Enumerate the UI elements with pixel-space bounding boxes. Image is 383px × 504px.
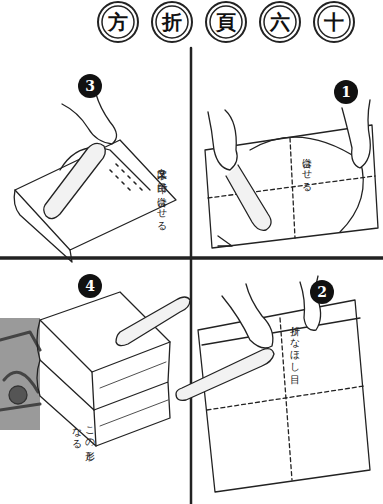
circle-fill: [334, 80, 358, 104]
hand: [342, 100, 370, 168]
callout-number: 3: [85, 79, 95, 93]
circle-ring: [314, 2, 354, 42]
title-character: 十: [324, 12, 344, 32]
circle-ring: [206, 2, 246, 42]
print-marks: [110, 164, 142, 190]
note-text: 文字又は目印で合はせる: [155, 160, 168, 226]
divider-line: [0, 256, 383, 260]
title-circle: 折: [151, 1, 193, 43]
note-text: この形となる: [70, 420, 95, 460]
paper-booklet: [15, 140, 176, 250]
callout-number: 4: [85, 279, 95, 293]
title-circle: 方: [97, 1, 139, 43]
circle-ring: [102, 6, 134, 38]
hand: [222, 284, 273, 348]
paper-booklet: [37, 320, 94, 410]
callout-number: 1: [341, 85, 351, 99]
arrow-mark: [218, 236, 232, 246]
photo-fragment: [0, 318, 40, 430]
circle-ring: [98, 2, 138, 42]
title-character: 六: [270, 12, 290, 32]
title-circle: 六: [259, 1, 301, 43]
callout-number: 2: [317, 285, 327, 299]
step-number: 2: [310, 280, 334, 304]
step-number: 1: [334, 80, 358, 104]
hand: [208, 110, 237, 170]
paper-booklet: [40, 292, 170, 372]
note-text: 合はせる: [300, 150, 313, 187]
circle-ring: [318, 6, 350, 38]
circle-ring: [156, 6, 188, 38]
circle-ring: [152, 2, 192, 42]
paper-booklet: [94, 342, 170, 446]
title-circle: 頁: [205, 1, 247, 43]
title-character: 折: [162, 12, 182, 32]
photo-detail: [0, 332, 40, 410]
title-character: 方: [108, 12, 128, 32]
circle-ring: [210, 6, 242, 38]
fold-line: [207, 386, 364, 410]
title-circle: 十: [313, 1, 355, 43]
circle-fill: [78, 74, 102, 98]
circle-ring: [264, 6, 296, 38]
circle-fill: [310, 280, 334, 304]
circle-ring: [260, 2, 300, 42]
paper-sheet: [198, 300, 370, 492]
fold-line: [290, 138, 295, 238]
bone-folder: [116, 297, 190, 346]
photo-detail: [9, 386, 27, 404]
circle-fill: [78, 274, 102, 298]
bone-folder: [44, 143, 106, 218]
divider-line: [190, 48, 193, 504]
note-text: 折りなほし目: [288, 318, 301, 368]
bone-folder: [226, 165, 271, 230]
title-character: 頁: [216, 12, 236, 32]
step-number: 4: [78, 274, 102, 298]
paper-edge: [100, 362, 168, 426]
step-number: 3: [78, 74, 102, 98]
bone-folder: [176, 349, 274, 401]
hand: [62, 94, 117, 144]
